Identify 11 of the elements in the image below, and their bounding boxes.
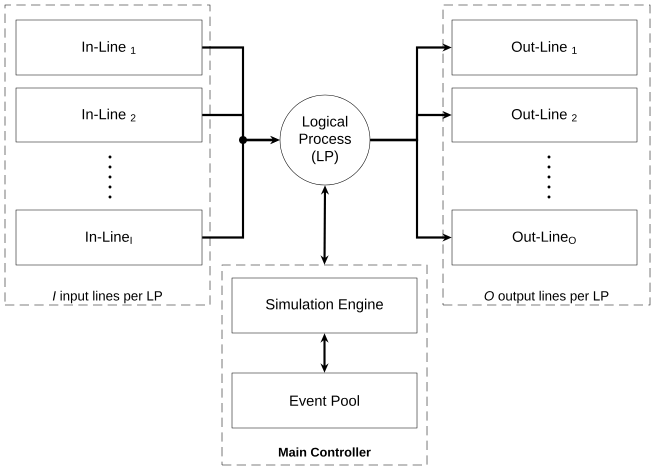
process-box: Event Pool (232, 372, 418, 428)
process-box: Out-Line $_{1}$ (452, 20, 638, 76)
group-label: Main Controller (278, 447, 371, 457)
process-box: Simulation Engine (232, 278, 418, 334)
process-box: In-Line $_{2}$ (16, 88, 202, 142)
group-label: O output lines per LP (484, 290, 608, 304)
process-box: Out-Line $_{2}$ (452, 88, 638, 142)
process-box: Out-Line$_{O}$ (452, 210, 638, 266)
group-label: I input lines per LP (52, 290, 162, 304)
process-box: In-Line $_{1}$ (16, 20, 202, 76)
process-box: In-Line$_{I}$ (16, 210, 202, 266)
